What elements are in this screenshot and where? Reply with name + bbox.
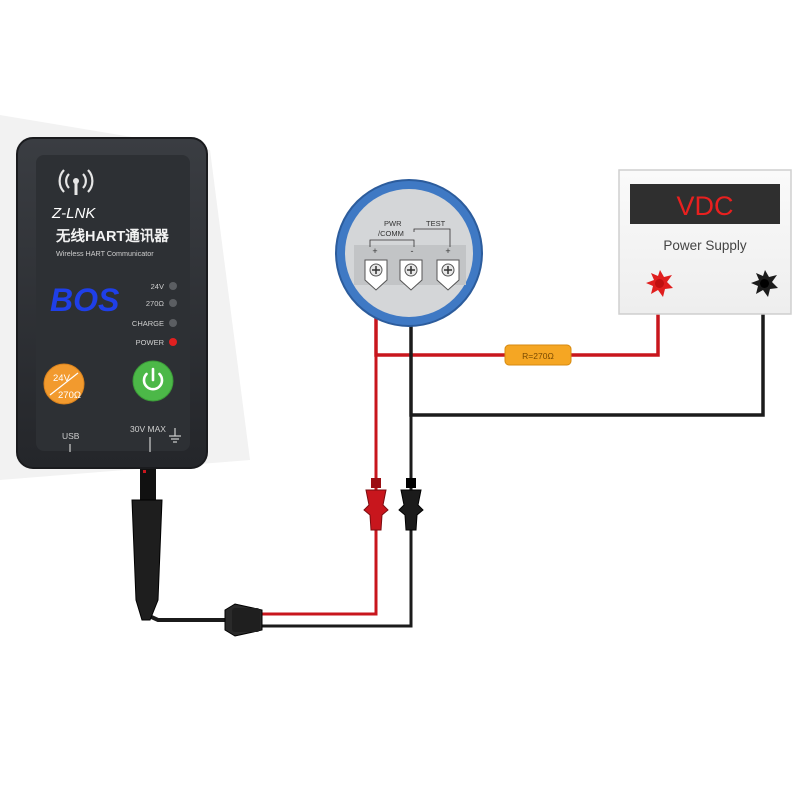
led-power [169,338,177,346]
resistor: R=270Ω [504,344,572,366]
mode-button-bottom-label: 270Ω [58,390,81,401]
ground-icon [169,428,181,443]
resistor-label: R=270Ω [522,351,554,361]
terminal-negative[interactable] [399,259,423,291]
led-label-270: 270Ω [146,299,165,308]
mode-button[interactable]: 24V 270Ω [43,363,85,405]
device-title-cn: 无线HART通讯器 [56,227,169,245]
wire-negative-to-supply [409,290,765,417]
sign-2: - [411,246,414,256]
probe-clip-negative [398,478,424,531]
power-button[interactable] [132,360,174,402]
sign-1: + [372,246,377,256]
led-24v [169,282,177,290]
device-brand: Z-LNK [51,205,96,222]
wire-negative-lead [262,530,413,628]
supply-terminal-negative[interactable] [751,270,778,297]
sign-3: + [445,246,450,256]
terminal-test-positive[interactable] [436,259,460,291]
power-supply-label: Power Supply [663,238,747,253]
wires [146,290,765,628]
wire-positive-lead [262,530,378,616]
probe-clip-positive [363,478,389,531]
transmitter: PWR /COMM TEST + - + [335,179,483,327]
device-plug [131,466,163,621]
terminal-pwr-positive[interactable] [364,259,388,291]
wireless-signal-icon [58,169,94,195]
terminal-label-comm: /COMM [378,229,404,238]
led-label-power: POWER [136,338,165,347]
led-270 [169,299,177,307]
led-label-charge: CHARGE [132,319,164,328]
power-icon [142,367,164,391]
device-subtitle: Wireless HART Communicator [56,249,154,258]
led-charge [169,319,177,327]
power-supply: VDC Power Supply [618,169,792,315]
led-label-24v: 24V [151,282,164,291]
hart-communicator: Z-LNK 无线HART通讯器 Wireless HART Communicat… [16,137,208,469]
vdc-display: VDC [676,191,733,221]
terminal-label-test: TEST [426,219,446,228]
usb-label: USB [62,431,80,441]
terminal-label-pwr: PWR [384,219,402,228]
supply-terminal-positive[interactable] [646,270,673,297]
pwr-bracket [369,239,415,247]
mode-button-top-label: 24V [53,373,71,384]
max-voltage-label: 30V MAX [130,424,166,434]
watermark-text: BOS [50,282,120,318]
cable-connector [224,603,263,637]
test-bracket [413,228,451,247]
device-cable [146,613,228,622]
